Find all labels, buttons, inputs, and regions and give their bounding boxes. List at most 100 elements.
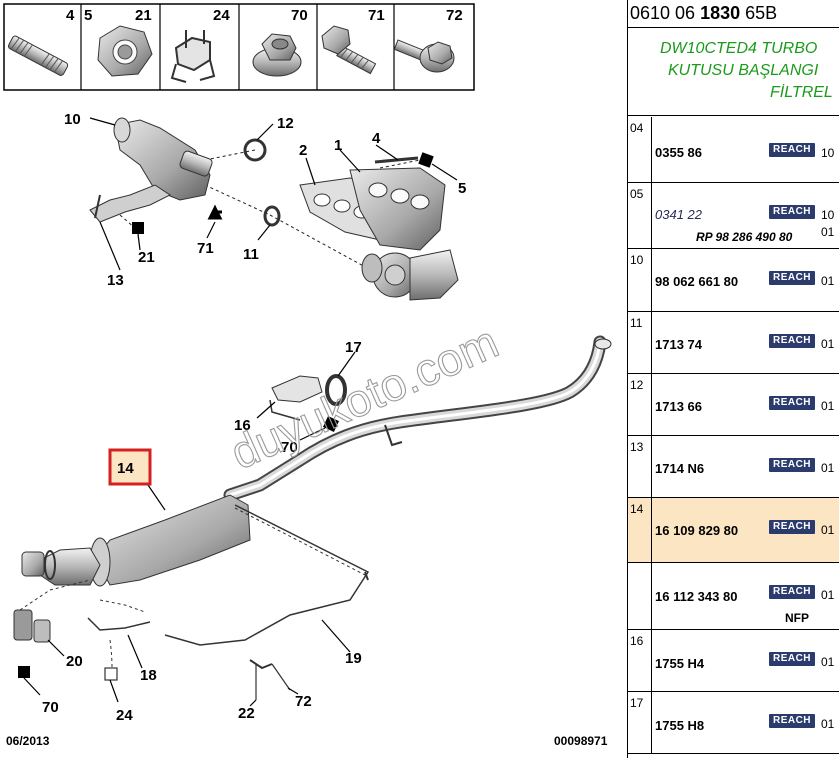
label-11: 11	[243, 246, 259, 263]
part-reference: 1713 66	[655, 399, 702, 414]
label-19: 19	[345, 650, 362, 667]
header-bold: 1830	[700, 3, 741, 23]
bracket-clip-icon	[170, 30, 216, 83]
label-10: 10	[64, 111, 81, 128]
label-72: 72	[295, 693, 312, 710]
replacement-reference: RP 98 286 490 80	[696, 230, 793, 244]
reach-badge: REACH	[769, 585, 815, 599]
reach-badge: REACH	[769, 143, 815, 157]
upper-assembly	[89, 117, 459, 301]
label-12: 12	[277, 115, 294, 132]
strip-num-24: 24	[213, 7, 230, 24]
parts-row[interactable]: 04 0355 86 REACH 10	[628, 117, 839, 183]
header-prefix: 0610 06	[630, 3, 701, 23]
row-index: 05	[628, 183, 652, 248]
footer-code: 00098971	[554, 734, 608, 748]
part-quantity: 01	[821, 523, 835, 537]
part-reference: 1714 N6	[655, 461, 705, 476]
reach-badge: REACH	[769, 334, 815, 348]
row-index: 12	[628, 374, 652, 435]
replacement-quantity: 01	[821, 225, 835, 239]
exhaust-parts-diagram: 4 5 21 24 70 71 72	[3, 3, 612, 748]
panel-description: DW10CTED4 TURBO KUTUSU BAŞLANGI FİLTREL	[628, 28, 839, 116]
small-parts-strip: 4 5 21 24 70 71 72	[3, 3, 475, 91]
label-13: 13	[107, 272, 124, 289]
part-quantity: 01	[821, 461, 835, 475]
label-16: 16	[234, 417, 251, 434]
parts-row[interactable]: 10 98 062 661 80 REACH 01	[628, 249, 839, 312]
label-21: 21	[138, 249, 155, 266]
row-index: 13	[628, 436, 652, 497]
parts-list-panel: 0610 06 1830 65B DW10CTED4 TURBO KUTUSU …	[627, 0, 839, 758]
strip-num-72: 72	[446, 7, 463, 24]
label-70-lower: 70	[42, 699, 59, 716]
description-line-1: DW10CTED4 TURBO	[660, 40, 818, 57]
highlight-callout-14[interactable]: 14	[108, 448, 152, 486]
part-quantity: 10	[821, 208, 835, 222]
label-14: 14	[117, 460, 134, 477]
parts-row[interactable]: 05 0341 22 REACH 10 RP 98 286 490 80 01	[628, 183, 839, 249]
reach-badge: REACH	[769, 205, 815, 219]
label-20: 20	[66, 653, 83, 670]
threaded-stud-icon	[7, 35, 69, 76]
nfp-note: NFP	[785, 611, 809, 625]
description-line-2: KUTUSU BAŞLANGI	[668, 62, 819, 79]
label-70-upper: 70	[281, 439, 298, 456]
row-index	[628, 563, 652, 629]
part-reference: 98 062 661 80	[655, 274, 739, 289]
row-index: 10	[628, 249, 652, 311]
parts-row-selected[interactable]: 14 16 109 829 80 REACH 01	[628, 498, 839, 563]
row-index: 17	[628, 692, 652, 753]
exhaust-line	[21, 335, 612, 587]
parts-row[interactable]: 11 1713 74 REACH 01	[628, 312, 839, 374]
reach-badge: REACH	[769, 458, 815, 472]
header-suffix: 65B	[740, 3, 778, 23]
panel-header: 0610 06 1830 65B	[628, 0, 839, 28]
part-reference: 1755 H4	[655, 656, 705, 671]
watermark-text: duyukoto.com	[223, 315, 506, 479]
row-index: 04	[628, 117, 652, 182]
row-index: 11	[628, 312, 652, 373]
hex-nut-icon	[97, 25, 153, 77]
footer-date: 06/2013	[6, 734, 50, 748]
parts-row[interactable]: 12 1713 66 REACH 01	[628, 374, 839, 436]
label-5: 5	[458, 180, 466, 197]
flange-nut-icon	[252, 33, 302, 77]
parts-row[interactable]: 17 1755 H8 REACH 01	[628, 692, 839, 754]
reach-badge: REACH	[769, 271, 815, 285]
reach-badge: REACH	[769, 396, 815, 410]
leader-lines	[23, 117, 458, 707]
part-reference: 1713 74	[655, 337, 702, 352]
parts-row[interactable]: 16 112 343 80 REACH 01 NFP	[628, 563, 839, 630]
flange-bolt-icon	[393, 39, 455, 73]
strip-num-5: 5	[84, 7, 92, 24]
part-reference: 0341 22	[655, 207, 702, 222]
part-quantity: 01	[821, 655, 835, 669]
bolt-icon	[321, 25, 377, 75]
label-1: 1	[334, 137, 342, 154]
part-quantity: 10	[821, 146, 835, 160]
part-reference: 16 112 343 80	[655, 589, 738, 604]
part-reference: 1755 H8	[655, 718, 705, 733]
diagram-canvas: 4 5 21 24 70 71 72	[3, 3, 612, 748]
strip-num-71: 71	[368, 7, 385, 24]
label-4: 4	[372, 130, 381, 147]
row-index: 14	[628, 498, 652, 562]
label-22: 22	[238, 705, 255, 722]
reach-badge: REACH	[769, 652, 815, 666]
callout-labels: 10 12 2 1 4 5 21 71 11 13 17 16 70 20 18…	[42, 111, 466, 724]
parts-row[interactable]: 13 1714 N6 REACH 01	[628, 436, 839, 498]
strip-num-21: 21	[135, 7, 152, 24]
label-24: 24	[116, 707, 133, 724]
description-line-3: FİLTREL	[770, 84, 833, 101]
label-2: 2	[299, 142, 307, 159]
part-quantity: 01	[821, 274, 835, 288]
parts-row[interactable]: 16 1755 H4 REACH 01	[628, 630, 839, 692]
part-quantity: 01	[821, 399, 835, 413]
row-index: 16	[628, 630, 652, 691]
part-quantity: 01	[821, 337, 835, 351]
reach-badge: REACH	[769, 520, 815, 534]
part-quantity: 01	[821, 717, 835, 731]
label-18: 18	[140, 667, 157, 684]
label-17: 17	[345, 339, 362, 356]
